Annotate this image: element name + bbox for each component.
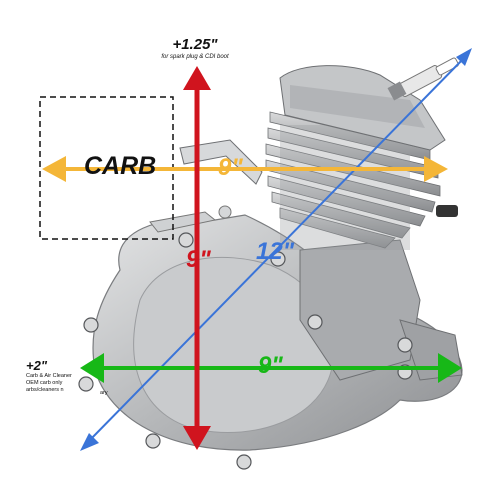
left-note-line-4: ary — [100, 390, 108, 396]
horizontal-top-dimension: 9" — [218, 154, 243, 181]
carb-arrow — [42, 156, 448, 182]
left-note-line-2: OEM carb only — [26, 380, 63, 386]
intake-manifold — [179, 139, 263, 185]
left-offset-value: +2" — [26, 358, 47, 373]
spark-plug — [387, 57, 459, 101]
vertical-arrow — [183, 66, 211, 450]
carb-label: CARB — [84, 152, 157, 180]
left-note-line-1: Carb & Air Cleaner — [26, 373, 72, 379]
diagonal-arrow — [80, 48, 472, 451]
top-offset-note: +1.25" for spark plug & CDI boot — [150, 36, 240, 60]
diagonal-dimension: 12" — [256, 238, 295, 265]
engine-photo — [78, 57, 463, 470]
cover-bolts — [78, 232, 413, 470]
top-offset-caption: for spark plug & CDI boot — [161, 54, 229, 60]
left-note-line-3: arbs/cleaners n — [26, 387, 64, 393]
left-offset-note: +2" Carb & Air Cleaner OEM carb only arb… — [26, 358, 96, 394]
bottom-dimension-arrow — [80, 353, 462, 383]
bottom-dimension: 9" — [258, 352, 283, 379]
cover-inner — [133, 256, 335, 434]
top-offset-value: +1.25" — [172, 36, 218, 53]
cylinder-fins — [265, 111, 441, 250]
vertical-dimension: 9" — [186, 246, 211, 273]
crankcase-housing — [299, 239, 421, 381]
